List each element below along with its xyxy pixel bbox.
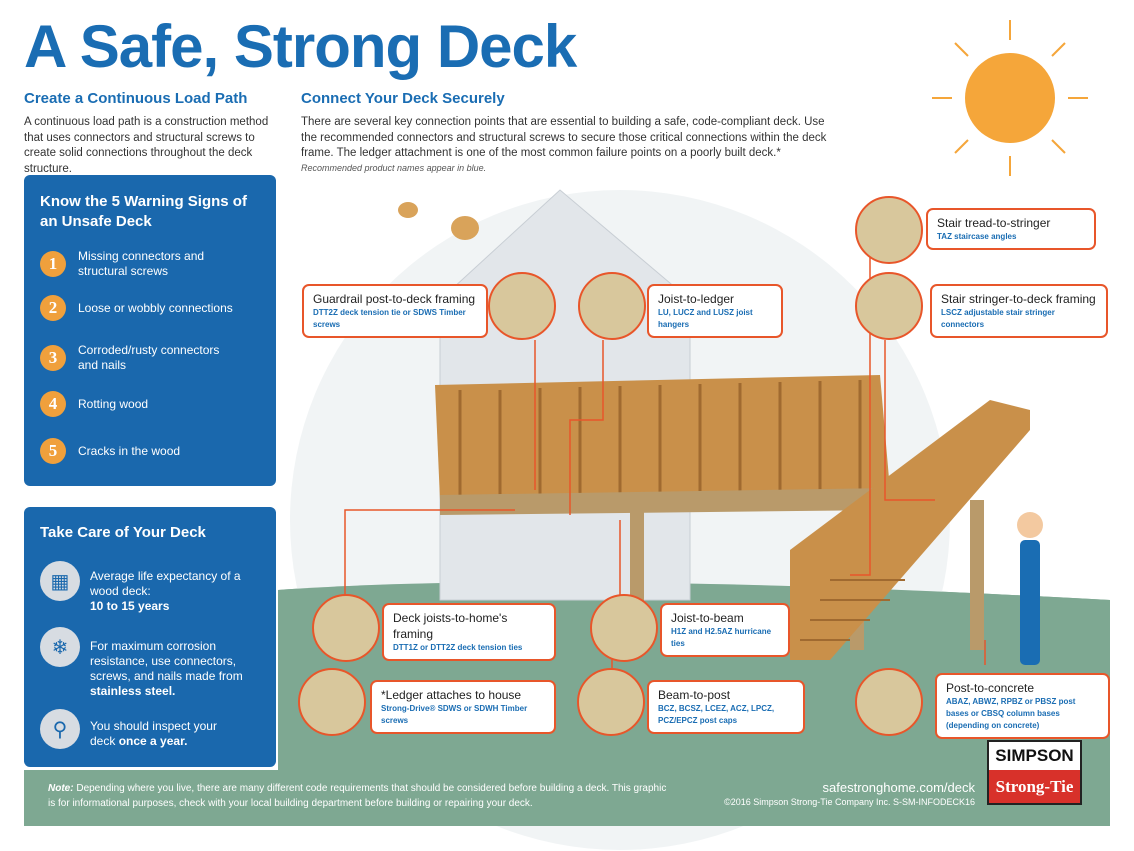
logo-bottom: Strong-Tie — [989, 770, 1080, 803]
callout-products: ABAZ, ABWZ, RPBZ or PBSZ post bases or C… — [946, 697, 1076, 730]
joist-beam-detail-circle — [590, 594, 658, 662]
care-item: ❄For maximum corrosion resistance, use c… — [40, 627, 260, 699]
callout-title: Post-to-concrete — [946, 681, 1035, 695]
warning-item: 2 Loose or wobbly connections — [40, 295, 233, 321]
warning-item: 4 Rotting wood — [40, 391, 148, 417]
footer-note: Note: Depending where you live, there ar… — [48, 781, 668, 811]
care-text: For maximum corrosion resistance, use co… — [90, 639, 243, 683]
ledger-detail-circle — [298, 668, 366, 736]
warning-text: Missing connectors and structural screws — [78, 249, 205, 278]
person-icon — [1017, 512, 1043, 665]
connect-heading: Connect Your Deck Securely — [301, 90, 505, 107]
callout-products: H1Z and H2.5AZ hurricane ties — [671, 627, 772, 648]
callout-title: Beam-to-post — [658, 688, 731, 702]
callout-title: Stair stringer-to-deck framing — [941, 292, 1096, 306]
callout-title: Joist-to-beam — [671, 611, 744, 625]
warning-text: Corroded/rusty connectors and nails — [78, 343, 220, 372]
beam-post-detail-circle — [577, 668, 645, 736]
load-path-text: A continuous load path is a construction… — [24, 116, 269, 175]
callout-products: TAZ staircase angles — [937, 232, 1017, 241]
warning-text: Loose or wobbly connections — [78, 300, 233, 315]
connect-text: There are several key connection points … — [301, 116, 827, 159]
calendar-icon: ▦ — [40, 561, 80, 601]
callout-title: Guardrail post-to-deck framing — [313, 292, 476, 306]
care-item: ▦ Average life expectancy of a wood deck:… — [40, 561, 250, 614]
bird-icon — [398, 202, 479, 240]
callout-products: Strong-Drive® SDWS or SDWH Timber screws — [381, 704, 528, 725]
warning-text: Rotting wood — [78, 396, 149, 411]
website-link[interactable]: safestronghome.com/deck — [822, 780, 975, 795]
care-bold: stainless steel. — [90, 684, 176, 698]
snowflake-wind-icon: ❄ — [40, 627, 80, 667]
sun-icon — [932, 20, 1088, 176]
logo-top: SIMPSON — [989, 742, 1080, 770]
number-badge: 1 — [40, 251, 66, 277]
callout-title: Joist-to-ledger — [658, 292, 735, 306]
care-text: Average life expectancy of a wood deck: — [90, 569, 241, 598]
callout-title: Stair tread-to-stringer — [937, 216, 1051, 230]
care-text: You should inspect your deck — [90, 719, 217, 748]
warning-item: 5 Cracks in the wood — [40, 438, 180, 464]
note-label: Note: — [48, 783, 74, 794]
callout-products: BCZ, BCSZ, LCEZ, ACZ, LPCZ, PCZ/EPCZ pos… — [658, 704, 775, 725]
load-path-heading: Create a Continuous Load Path — [24, 90, 248, 107]
number-badge: 2 — [40, 295, 66, 321]
copyright: ©2016 Simpson Strong-Tie Company Inc. S-… — [724, 797, 975, 807]
care-bold: 10 to 15 years — [90, 599, 170, 613]
warning-text: Cracks in the wood — [78, 443, 181, 458]
callout-title: *Ledger attaches to house — [381, 688, 522, 702]
post-concrete-detail-circle — [855, 668, 923, 736]
note-text: Depending where you live, there are many… — [48, 783, 667, 809]
footer-band — [24, 770, 1110, 826]
number-badge: 4 — [40, 391, 66, 417]
number-badge: 5 — [40, 438, 66, 464]
simpson-strong-tie-logo: SIMPSON Strong-Tie — [987, 740, 1082, 805]
connect-note: Recommended product names appear in blue… — [301, 163, 487, 173]
callout-products: LSCZ adjustable stair stringer connector… — [941, 308, 1055, 329]
guardrail-detail-circle — [488, 272, 556, 340]
joist-home-detail-circle — [312, 594, 380, 662]
joist-ledger-detail-circle — [578, 272, 646, 340]
callout-products: DTT2Z deck tension tie or SDWS Timber sc… — [313, 308, 466, 329]
care-heading: Take Care of Your Deck — [40, 524, 206, 541]
warning-item: 3 Corroded/rusty connectors and nails — [40, 343, 238, 373]
deck-care-panel: Take Care of Your Deck ▦ Average life exp… — [24, 507, 276, 767]
number-badge: 3 — [40, 345, 66, 371]
page-title: A Safe, Strong Deck — [24, 13, 577, 80]
callout-products: LU, LUCZ and LUSZ joist hangers — [658, 308, 753, 329]
warning-signs-panel: Know the 5 Warning Signs of an Unsafe De… — [24, 175, 276, 486]
callout-products: DTT1Z or DTT2Z deck tension ties — [393, 643, 523, 652]
care-bold: once a year. — [118, 734, 188, 748]
care-item: ⚲ You should inspect your deck once a yea… — [40, 709, 240, 749]
tread-detail-circle — [855, 196, 923, 264]
stringer-detail-circle — [855, 272, 923, 340]
callout-title: Deck joists-to-home's framing — [393, 611, 508, 641]
magnifier-icon: ⚲ — [40, 709, 80, 749]
warning-item: 1 Missing connectors and structural screw… — [40, 249, 228, 279]
warning-heading: Know the 5 Warning Signs of an Unsafe De… — [40, 193, 247, 230]
